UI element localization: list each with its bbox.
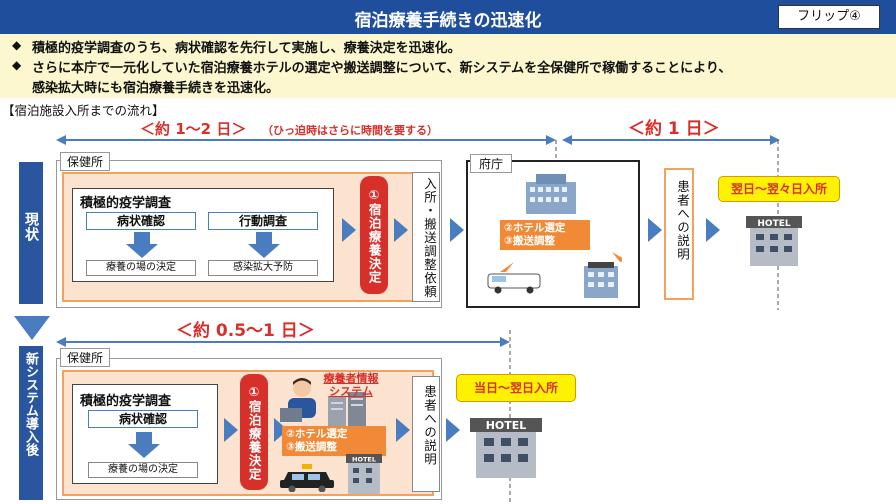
system-label-line2: システム	[329, 385, 373, 399]
flow-arrow	[342, 218, 356, 242]
flow-arrow	[446, 418, 460, 442]
flow-arrow	[396, 418, 410, 442]
current-outcome-prevent: 感染拡大予防	[208, 260, 318, 276]
office-building-icon	[526, 174, 576, 214]
new-survey-title: 積極的疫学調査	[80, 394, 172, 409]
new-outcome-care: 療養の場の決定	[88, 462, 198, 478]
current-admission: 翌日～翌々日入所	[718, 176, 840, 202]
hotel-sign-text: HOTEL	[757, 219, 790, 229]
new-side-label	[19, 346, 43, 500]
new-condition-box: 病状確認	[88, 410, 198, 428]
hotel-sign-text: HOTEL	[352, 456, 376, 464]
flow-arrow	[648, 218, 662, 242]
prefectural-office-label: 府庁	[470, 154, 513, 173]
current-hotel-icon: HOTEL	[746, 216, 802, 266]
bullet-2: さらに本庁で一元化していた宿泊療養ホテルの選定や搬送調整について、新システムを全…	[32, 61, 732, 76]
flow-arrow	[224, 418, 238, 442]
timeline-current	[56, 135, 780, 145]
new-hotel-icon: HOTEL	[470, 418, 542, 478]
new-admission: 当日～翌日入所	[456, 374, 576, 402]
current-condition-box: 病状確認	[86, 212, 196, 230]
flow-arrow	[706, 218, 720, 242]
new-explain: 患者への説明	[412, 376, 440, 492]
time-current-2: ＜約 1 日＞	[628, 119, 720, 139]
new-small-hotel-icon: HOTEL	[346, 454, 382, 494]
system-task-hotel: ②ホテル選定	[286, 428, 348, 440]
flow-arrow	[450, 218, 464, 242]
new-health-center-label: 保健所	[60, 348, 111, 367]
timeline-new	[56, 337, 510, 347]
current-decision: ①宿泊療養決定	[360, 176, 388, 294]
office-vehicle-icon	[487, 262, 541, 294]
current-behavior-box: 行動調査	[208, 212, 318, 230]
system-tasks: ②ホテル選定 ③搬送調整	[282, 426, 386, 456]
down-arrows	[126, 232, 280, 258]
operator-person-icon	[280, 378, 316, 422]
system-task-transport: ③搬送調整	[286, 441, 337, 454]
bullet-1: 積極的疫学調査のうち、病状確認を先行して実施し、療養決定を迅速化。	[32, 41, 461, 56]
title-bar	[0, 0, 896, 34]
page-title: 宿泊療養手続きの迅速化	[354, 11, 542, 31]
office-tasks: ②ホテル選定 ③搬送調整	[500, 220, 590, 250]
current-explain: 患者への説明	[664, 168, 694, 300]
health-center-label: 保健所	[60, 152, 111, 171]
bullet-panel	[0, 34, 896, 98]
new-decision: ①宿泊療養決定	[240, 374, 268, 490]
bullet-marker: ◆	[12, 38, 22, 52]
system-label-line1: 療養者情報	[323, 372, 379, 385]
system-label: 療養者情報 システム	[316, 372, 386, 398]
taxi-icon	[280, 464, 334, 492]
current-side-text: 現状	[23, 212, 39, 242]
flip-label: フリップ④	[778, 5, 880, 29]
current-side-label	[19, 162, 43, 304]
new-side-text: 新システム導入後	[23, 352, 38, 456]
flow-arrow	[274, 418, 288, 442]
office-hotel-icon	[584, 252, 622, 298]
office-task-transport: ③搬送調整	[504, 235, 555, 248]
office-task-hotel: ②ホテル選定	[504, 222, 566, 234]
section-heading: 【宿泊施設入所までの流れ】	[2, 103, 165, 118]
current-survey-title: 積極的疫学調査	[80, 196, 172, 211]
bullet-3: 感染拡大時にも宿泊療養手続きを迅速化。	[32, 81, 280, 96]
bullet-marker: ◆	[12, 58, 22, 72]
current-request: 入所・搬送調整依頼	[412, 172, 440, 302]
time-current-1-note: （ひっ迫時はさらに時間を要する）	[262, 124, 438, 137]
time-new: ＜約 0.5～1 日＞	[176, 321, 315, 341]
flow-arrow	[394, 218, 408, 242]
transition-arrow	[14, 316, 50, 340]
hotel-sign-text: HOTEL	[486, 419, 527, 432]
time-current-1: ＜約 1～2 日＞	[140, 120, 247, 138]
server-icon	[328, 392, 366, 426]
current-outcome-care: 療養の場の決定	[86, 260, 196, 276]
down-arrow	[128, 432, 160, 458]
